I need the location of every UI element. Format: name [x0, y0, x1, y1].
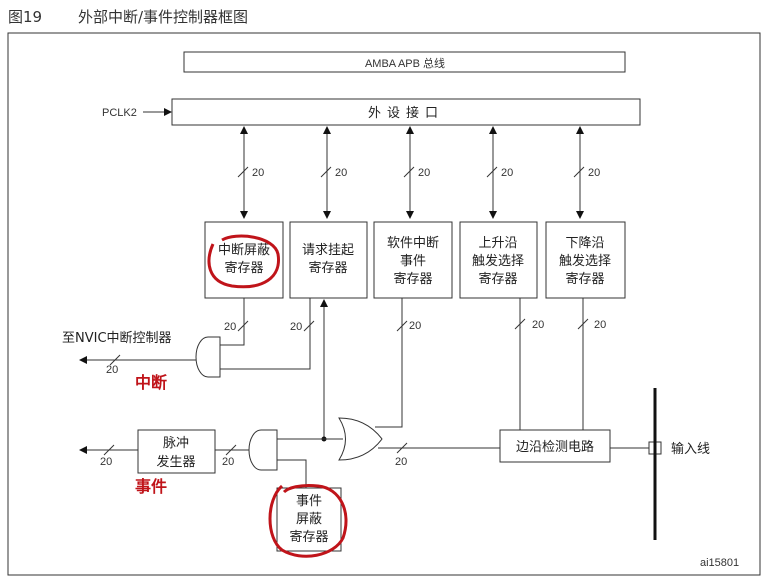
mask-to-and-wire — [220, 298, 245, 346]
bus-width-label: 20 — [290, 321, 302, 333]
link-4: 20 — [486, 126, 513, 219]
svg-text:脉冲: 脉冲 — [163, 436, 189, 451]
svg-text:寄存器: 寄存器 — [224, 260, 263, 276]
svg-text:20: 20 — [252, 167, 264, 179]
interrupt-and-gate — [195, 336, 221, 378]
svg-text:屏蔽: 屏蔽 — [296, 512, 322, 527]
link-1: 20 — [237, 126, 264, 219]
svg-text:中断屏蔽: 中断屏蔽 — [218, 243, 270, 258]
svg-text:发生器: 发生器 — [156, 454, 195, 470]
amba-apb-label: AMBA APB 总线 — [365, 56, 445, 70]
event-mask-register: 事件 屏蔽 寄存器 — [276, 487, 342, 552]
edge-detect-circuit: 边沿检测电路 — [499, 429, 611, 463]
pending-to-and-wire — [220, 298, 311, 370]
svg-text:边沿检测电路: 边沿检测电路 — [516, 439, 594, 455]
input-line-label: 输入线 — [671, 441, 710, 457]
software-interrupt-event-register: 软件中断 事件 寄存器 — [373, 221, 453, 299]
event-annotation: 事件 — [135, 477, 167, 496]
svg-text:软件中断: 软件中断 — [387, 236, 439, 251]
bus-width-label: 20 — [224, 321, 236, 333]
amba-apb-bus — [183, 51, 626, 73]
swier-to-or-wire — [375, 298, 403, 428]
pending-request-register: 请求挂起 寄存器 — [289, 221, 368, 299]
or-gate — [338, 417, 383, 461]
svg-text:20: 20 — [588, 167, 600, 179]
event-mask-wire — [277, 459, 307, 488]
figure-frame — [7, 32, 761, 576]
bus-width-label: 20 — [532, 319, 544, 331]
interrupt-annotation: 中断 — [135, 373, 167, 392]
interrupt-mask-highlight — [207, 234, 280, 289]
svg-text:寄存器: 寄存器 — [308, 260, 347, 276]
link-2: 20 — [320, 126, 347, 219]
event-mask-highlight — [268, 484, 348, 558]
bus-width-label: 20 — [409, 320, 421, 332]
svg-text:下降沿: 下降沿 — [565, 236, 604, 251]
pulse-generator: 脉冲 发生器 — [137, 429, 216, 474]
bus-width-label: 20 — [106, 364, 118, 376]
pclk2-label: PCLK2 — [102, 107, 137, 119]
svg-text:20: 20 — [418, 167, 430, 179]
svg-text:上升沿: 上升沿 — [478, 236, 517, 251]
register-bus-links: 20 20 20 20 20 — [237, 126, 600, 219]
nvic-label: 至NVIC中断控制器 — [62, 331, 172, 346]
svg-text:寄存器: 寄存器 — [478, 271, 517, 287]
figure-number: 图19 — [8, 8, 42, 26]
bus-width-label: 20 — [222, 456, 234, 468]
bus-width-label: 20 — [100, 456, 112, 468]
svg-text:寄存器: 寄存器 — [565, 271, 604, 287]
figure-id: ai15801 — [700, 557, 739, 569]
link-5: 20 — [573, 126, 600, 219]
svg-text:寄存器: 寄存器 — [289, 529, 328, 545]
peripheral-interface-bus — [171, 98, 641, 126]
bus-width-label: 20 — [594, 319, 606, 331]
svg-text:事件: 事件 — [296, 494, 322, 509]
svg-text:触发选择: 触发选择 — [559, 253, 611, 269]
falling-trigger-register: 下降沿 触发选择 寄存器 — [545, 221, 626, 299]
svg-text:寄存器: 寄存器 — [393, 271, 432, 287]
event-and-gate — [248, 429, 278, 471]
svg-text:事件: 事件 — [400, 254, 426, 269]
bus-width-label: 20 — [395, 456, 407, 468]
svg-text:请求挂起: 请求挂起 — [302, 243, 354, 258]
link-3: 20 — [403, 126, 430, 219]
peripheral-interface-label: 外设接口 — [368, 105, 444, 121]
svg-text:触发选择: 触发选择 — [472, 253, 524, 269]
svg-text:20: 20 — [335, 167, 347, 179]
rising-trigger-register: 上升沿 触发选择 寄存器 — [459, 221, 538, 299]
svg-text:20: 20 — [501, 167, 513, 179]
figure-title: 外部中断/事件控制器框图 — [78, 8, 248, 26]
